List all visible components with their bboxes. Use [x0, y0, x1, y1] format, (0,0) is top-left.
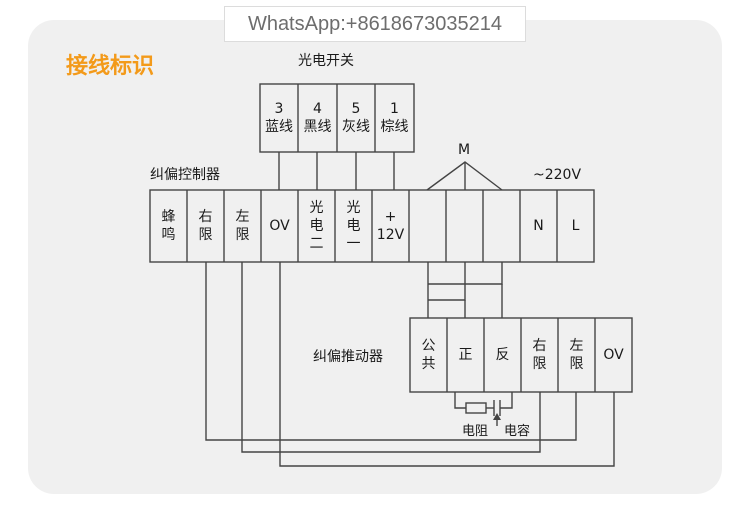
actuator-terminal: 右限	[532, 338, 547, 372]
photo-switch-label: 光电开关	[298, 53, 354, 69]
controller-label: 纠偏控制器	[150, 167, 220, 183]
resistor-label: 电阻	[462, 424, 489, 439]
controller-terminal: 光电一	[346, 200, 361, 252]
actuator-terminal: 左限	[569, 338, 584, 372]
actuator-terminal: 反	[495, 347, 510, 363]
power-label: ~220V	[533, 167, 582, 183]
actuator-terminal: 公共	[421, 338, 436, 372]
controller-terminal: N	[533, 218, 544, 234]
watermark: WhatsApp:+8618673035214	[224, 6, 526, 42]
actuator-terminal: 正	[458, 347, 473, 363]
controller-terminal: 左限	[235, 209, 250, 243]
controller-terminal: 蜂鸣	[161, 209, 176, 243]
controller-terminal: OV	[269, 218, 290, 234]
controller-terminal: +12V	[376, 209, 405, 243]
controller-terminal: 光电二	[309, 200, 324, 252]
actuator-label: 纠偏推动器	[313, 349, 383, 365]
controller-terminal: 右限	[198, 209, 213, 243]
motor-label: M	[458, 142, 471, 158]
capacitor-label: 电容	[504, 424, 531, 439]
actuator-terminal: OV	[603, 347, 624, 363]
diagram-title: 接线标识	[66, 54, 155, 79]
controller-terminal: L	[571, 218, 580, 234]
